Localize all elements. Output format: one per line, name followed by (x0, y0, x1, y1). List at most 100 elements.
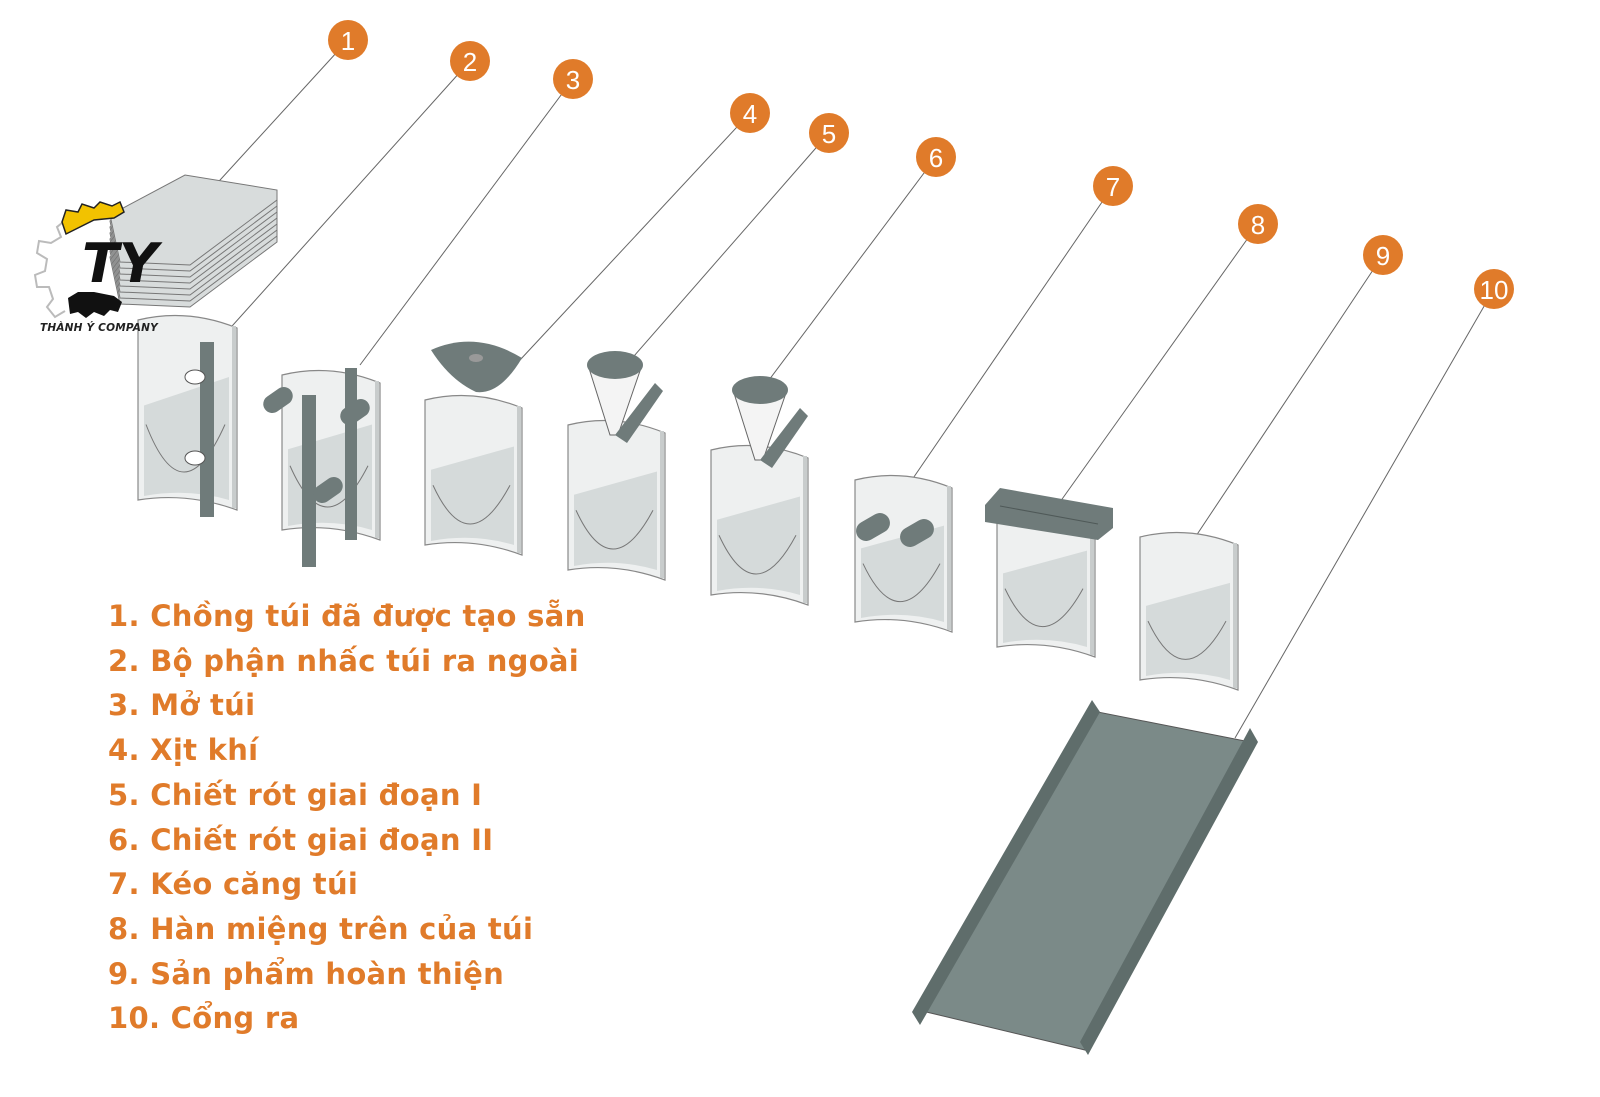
step-badge-number: 3 (566, 65, 580, 95)
bag-gusset (575, 510, 654, 550)
step-badge-number: 10 (1480, 275, 1509, 305)
opener-rail (302, 395, 316, 567)
sealing-bar-edge (999, 505, 1099, 525)
legend-item: 10. Cổng ra (108, 1001, 300, 1036)
opener-arm (340, 398, 370, 426)
bag-gusset (145, 424, 226, 473)
legend-item: 4. Xịt khí (108, 733, 259, 768)
chute-left-rail (912, 700, 1100, 1025)
fill-pipe (760, 408, 808, 468)
leader-lines (199, 39, 1495, 739)
bag-station-7 (854, 474, 953, 633)
leader-line (214, 60, 471, 346)
bag-seam (660, 431, 664, 578)
leader-line (759, 156, 937, 393)
step-badge-number: 9 (1376, 241, 1390, 271)
tension-roller (856, 513, 890, 541)
legend-item: 5. Chiết rót giai đoạn I (108, 777, 483, 812)
step-badge-number: 6 (929, 143, 943, 173)
bag-fill (1003, 550, 1087, 647)
bag-fill (717, 496, 800, 595)
bag-seam (1233, 543, 1237, 688)
tension-roller (900, 519, 934, 547)
nozzle-hole (469, 354, 483, 362)
stacked-bag (109, 174, 278, 266)
bag-fill (431, 446, 514, 545)
legend-item: 7. Kéo căng túi (108, 867, 359, 902)
step-badge (1238, 204, 1278, 244)
step-badge-number: 2 (463, 47, 477, 77)
opener-rail (345, 368, 357, 540)
step-badge (1093, 166, 1133, 206)
leader-line (1059, 223, 1259, 503)
bag-seam (375, 381, 379, 538)
legend-item: 2. Bộ phận nhấc túi ra ngoài (108, 643, 580, 678)
bag-gusset (289, 465, 369, 508)
leader-line (1189, 254, 1384, 546)
legend-item: 1. Chồng túi đã được tạo sẵn (108, 599, 586, 633)
bag-station-8 (996, 499, 1096, 658)
opener-arm (313, 476, 343, 504)
logo-gear-yellow (61, 200, 125, 236)
bag-station-6 (710, 444, 809, 606)
bag-station-4 (424, 394, 523, 556)
step-badge (450, 41, 490, 81)
leader-line (904, 185, 1114, 491)
bag-gusset (718, 535, 797, 575)
cone-top (732, 376, 788, 404)
step-badge-number: 7 (1106, 172, 1120, 202)
suction-cup-icon (184, 369, 206, 385)
step-badge (916, 137, 956, 177)
sealing-bar (985, 488, 1113, 540)
bag-station-5 (567, 419, 666, 581)
bag-seam (947, 486, 951, 630)
bag-seam (232, 326, 236, 508)
air-nozzle (431, 341, 522, 393)
bag-station-9 (1139, 531, 1239, 691)
company-logo: TY (33, 200, 163, 319)
leader-line (199, 39, 349, 203)
bag-fill (574, 471, 657, 570)
leader-line (359, 78, 574, 366)
legend-item: 8. Hàn miệng trên của túi (108, 911, 534, 946)
leader-line (619, 132, 830, 373)
logo-gear-outline (33, 217, 76, 319)
fill-pipe (615, 383, 663, 443)
step-badge (553, 59, 593, 99)
logo-caption: THÀNH Ý COMPANY (40, 322, 158, 334)
bag-gusset (862, 563, 941, 603)
chute-bed (917, 711, 1251, 1051)
step-badge (809, 113, 849, 153)
logo-monogram: TY (82, 232, 163, 295)
opener-arm (263, 386, 293, 414)
step-badge (730, 93, 770, 133)
leader-line (519, 112, 751, 361)
bag-gusset (432, 485, 511, 525)
step-badge-number: 1 (341, 26, 355, 56)
bag-stations (137, 314, 1239, 691)
legend-item: 3. Mở túi (108, 688, 256, 723)
bag-station-2 (137, 314, 238, 511)
bag-seam (1090, 511, 1094, 655)
leader-line (1234, 288, 1495, 739)
step-badge (328, 20, 368, 60)
step-badge-number: 5 (822, 119, 836, 149)
logo-gear-black (68, 292, 122, 318)
bag-fill (861, 525, 944, 622)
suction-cup-icon (184, 450, 206, 466)
bag-seam (517, 406, 521, 553)
picker-rail (200, 342, 214, 517)
step-badge-number: 8 (1251, 210, 1265, 240)
legend-item: 6. Chiết rót giai đoạn II (108, 822, 494, 857)
bag-stack (109, 174, 278, 308)
bag-fill (1146, 582, 1230, 680)
step-badge (1474, 269, 1514, 309)
bag-gusset (1147, 620, 1227, 660)
bag-gusset (1004, 588, 1084, 628)
cone-top (587, 351, 643, 379)
legend-item: 9. Sản phẩm hoàn thiện (108, 956, 505, 991)
bag-station-3 (281, 369, 381, 541)
